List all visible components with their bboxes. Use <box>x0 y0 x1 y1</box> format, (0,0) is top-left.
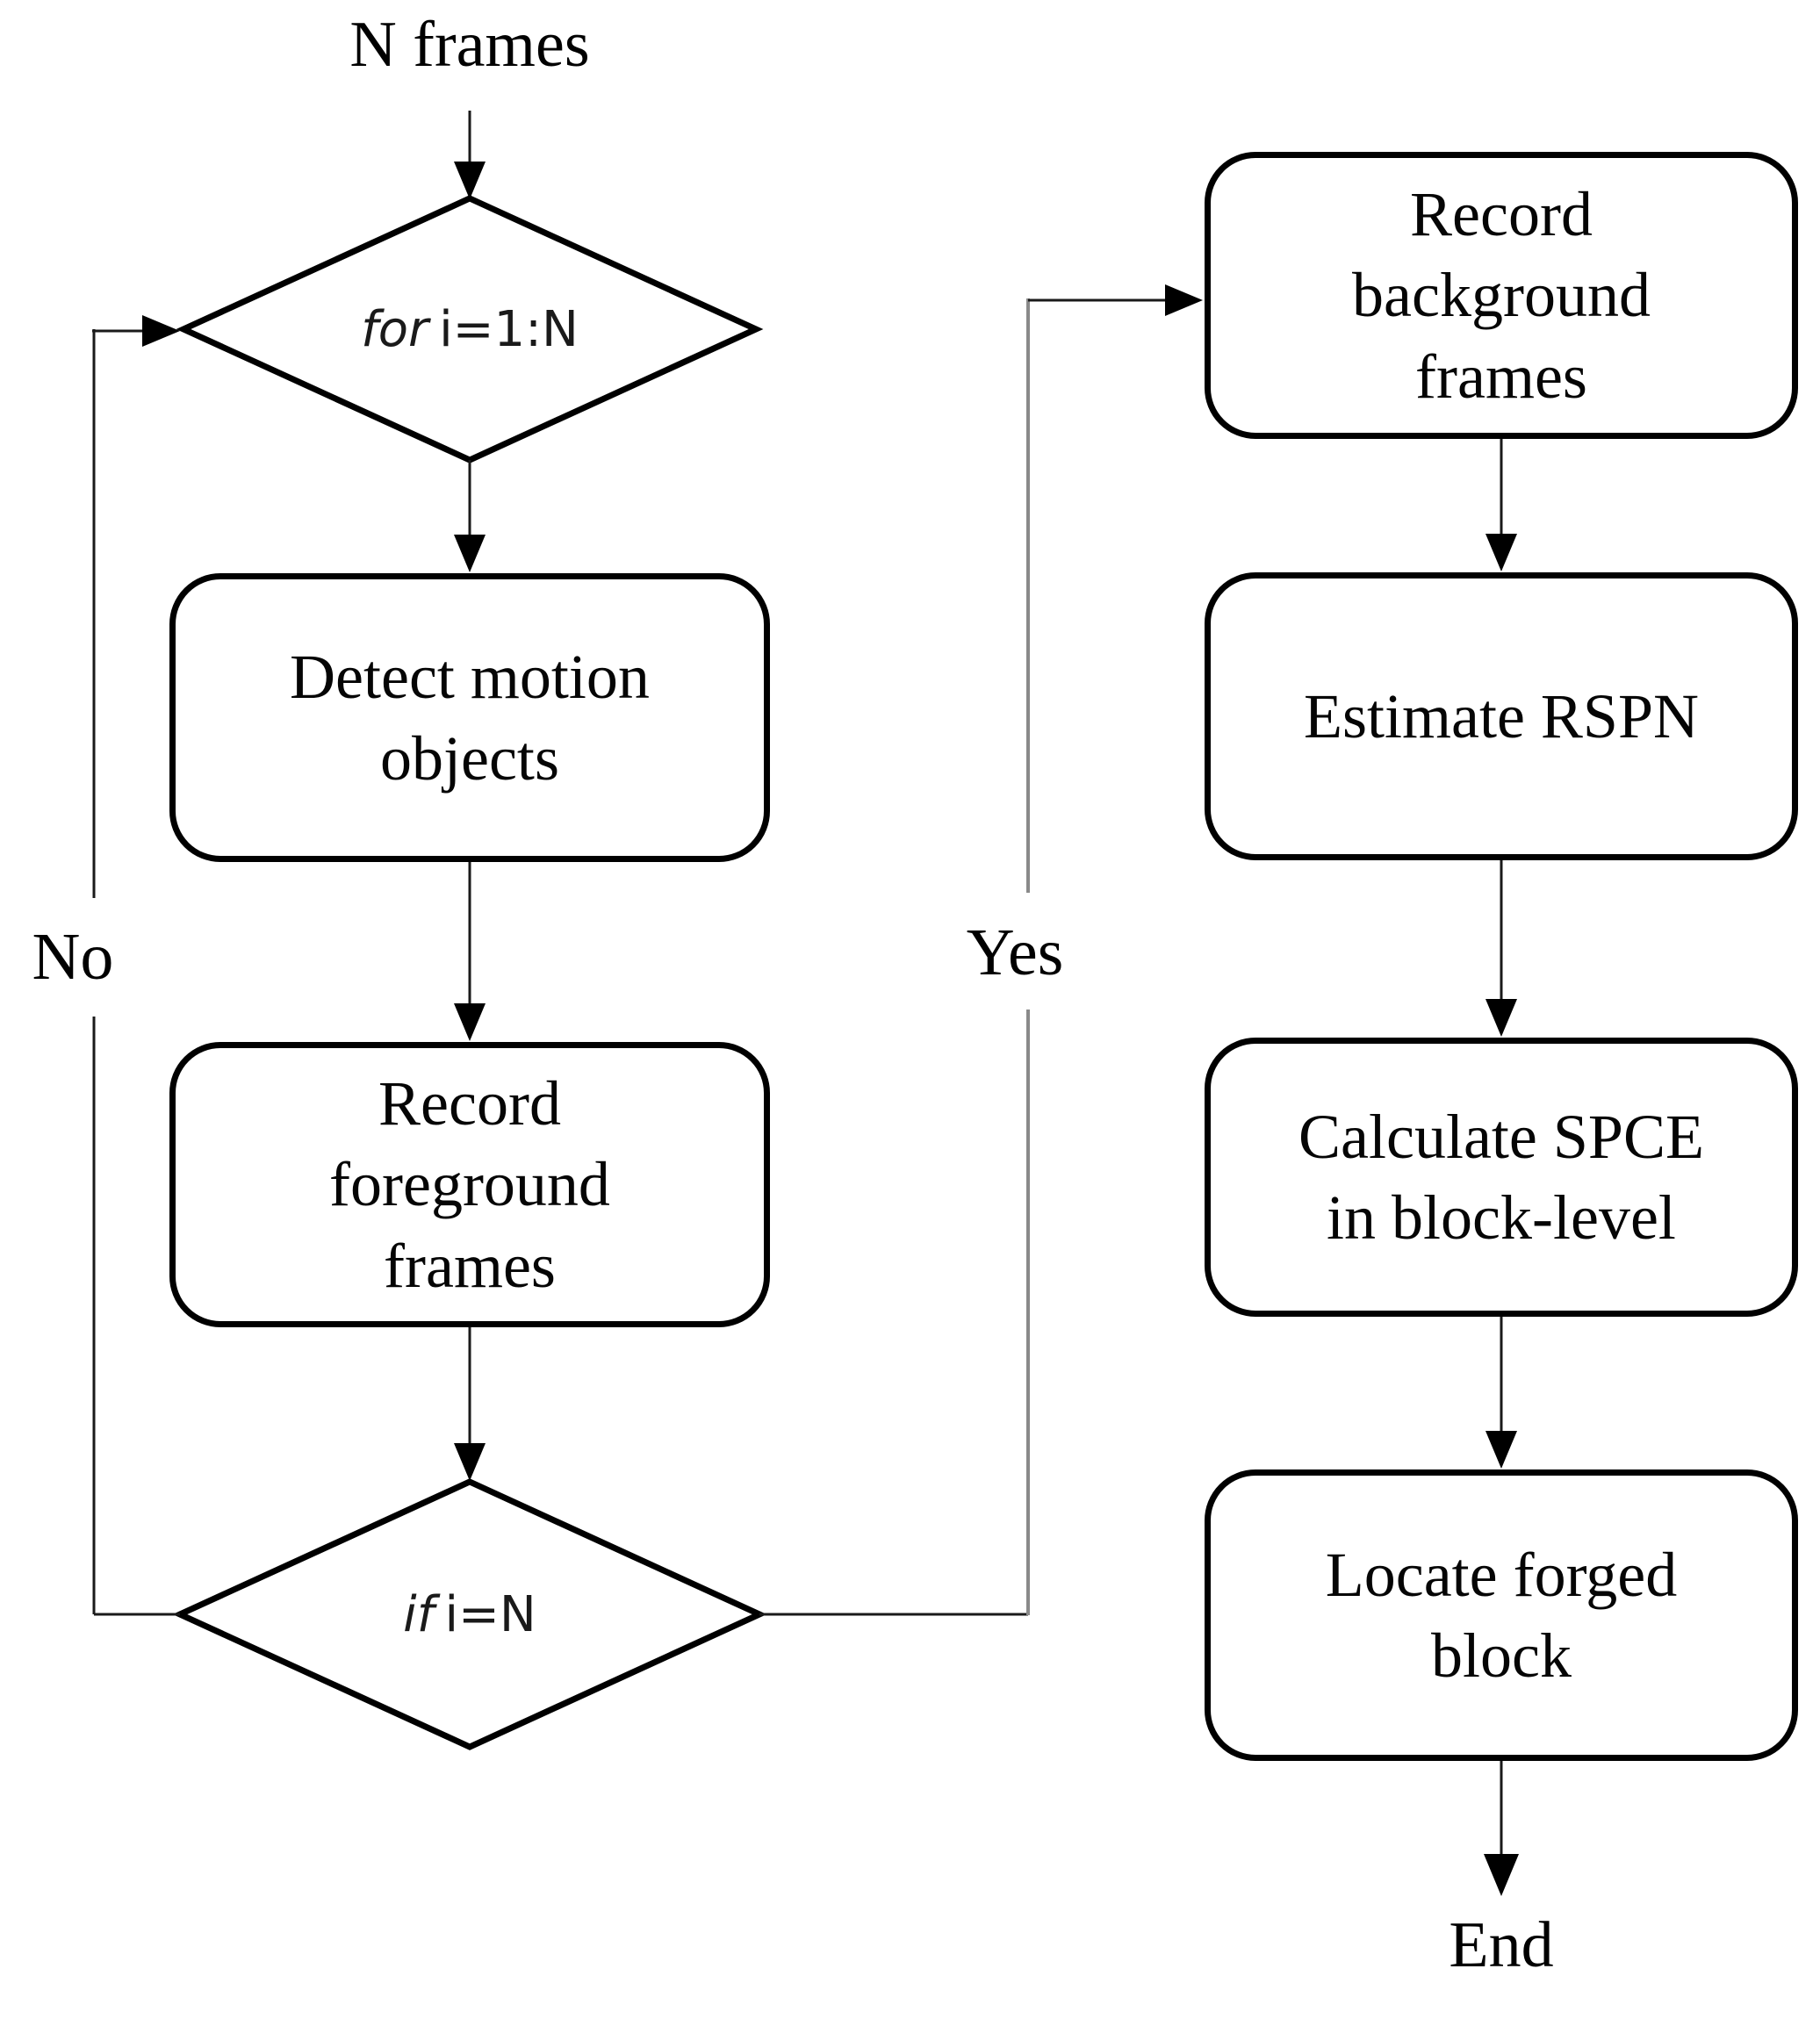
decision-loop-condition: i=1:N <box>439 300 579 358</box>
end-label: End <box>1326 1901 1677 1989</box>
arrow-right-icon <box>142 315 180 347</box>
process-record-background-label: Record background frames <box>1352 179 1651 412</box>
arrow-down-icon <box>454 1443 486 1481</box>
process-estimate-rspn: Estimate RSPN <box>1205 572 1798 860</box>
process-record-foreground: Record foreground frames <box>169 1042 770 1327</box>
decision-end-check-condition: i=N <box>444 1585 536 1643</box>
decision-loop-label: for i=1:N <box>294 290 645 369</box>
edge-label-no-text: No <box>32 919 114 994</box>
edge-label-yes: Yes <box>927 909 1103 996</box>
decision-end-check-keyword: if <box>403 1585 435 1643</box>
decision-end-check-diamond <box>172 1478 767 1750</box>
arrow-down-icon <box>454 1003 486 1041</box>
arrow-down-icon <box>454 162 486 199</box>
process-estimate-rspn-label: Estimate RSPN <box>1303 680 1700 751</box>
arrow-down-icon <box>1484 1854 1519 1896</box>
start-label-text: N frames <box>349 8 590 81</box>
process-record-background: Record background frames <box>1205 152 1798 439</box>
process-calculate-spce-label: Calculate SPCE in block-level <box>1298 1101 1704 1253</box>
arrow-down-icon <box>454 535 486 572</box>
decision-loop-keyword: for <box>361 300 429 358</box>
process-calculate-spce: Calculate SPCE in block-level <box>1205 1038 1798 1317</box>
process-locate-forged-label: Locate forged block <box>1325 1539 1678 1691</box>
decision-end-check-label: if i=N <box>294 1575 645 1654</box>
edge-label-no: No <box>11 913 134 1001</box>
arrow-down-icon <box>1485 534 1517 571</box>
edge-label-yes-text: Yes <box>966 915 1064 989</box>
start-label: N frames <box>294 4 645 85</box>
process-record-foreground-label: Record foreground frames <box>329 1068 610 1301</box>
process-detect-motion-label: Detect motion objects <box>290 642 650 794</box>
arrow-right-icon <box>1165 284 1203 316</box>
process-detect-motion: Detect motion objects <box>169 573 770 862</box>
end-label-text: End <box>1449 1908 1554 1981</box>
arrow-down-icon <box>1485 999 1517 1037</box>
process-locate-forged: Locate forged block <box>1205 1469 1798 1761</box>
arrow-down-icon <box>1485 1431 1517 1469</box>
